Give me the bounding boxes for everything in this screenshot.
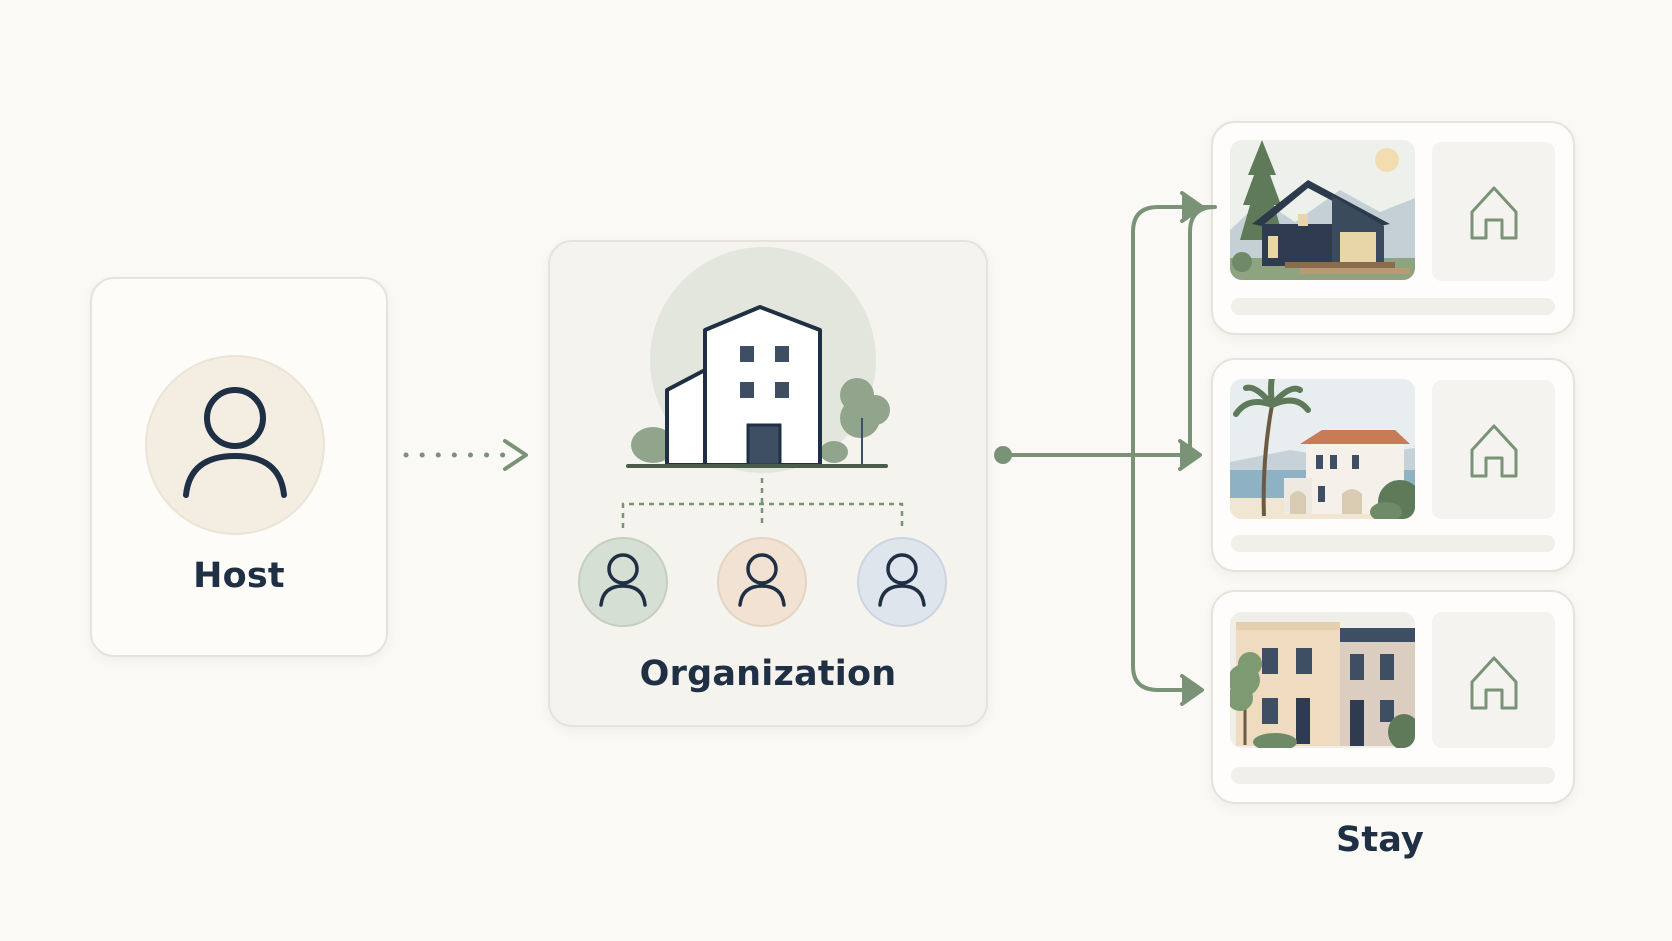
organization-member-tree <box>621 478 904 528</box>
organization-member-1-user-icon <box>578 537 668 627</box>
host-to-organization-arrow <box>403 439 528 471</box>
stay-label: Stay <box>1335 820 1425 860</box>
organization-member-2-user-icon <box>717 537 807 627</box>
stay-1-thumbnail <box>1231 142 1555 315</box>
host-label: Host <box>193 556 285 596</box>
organization-member-3-user-icon <box>857 537 947 627</box>
stay-3-townhouse-photo <box>1230 612 1415 748</box>
stay-2-villa-photo <box>1230 379 1415 519</box>
home-icon <box>1470 424 1518 478</box>
organization-to-stays-connector <box>994 191 1217 706</box>
home-icon <box>1470 186 1518 240</box>
organization-label: Organization <box>639 654 897 694</box>
stay-2-thumbnail <box>1231 380 1555 552</box>
building-icon <box>626 247 890 473</box>
home-icon <box>1470 656 1518 710</box>
host-user-icon <box>145 355 325 535</box>
stay-1-cabin-photo <box>1230 140 1415 280</box>
stay-3-thumbnail <box>1231 612 1555 784</box>
